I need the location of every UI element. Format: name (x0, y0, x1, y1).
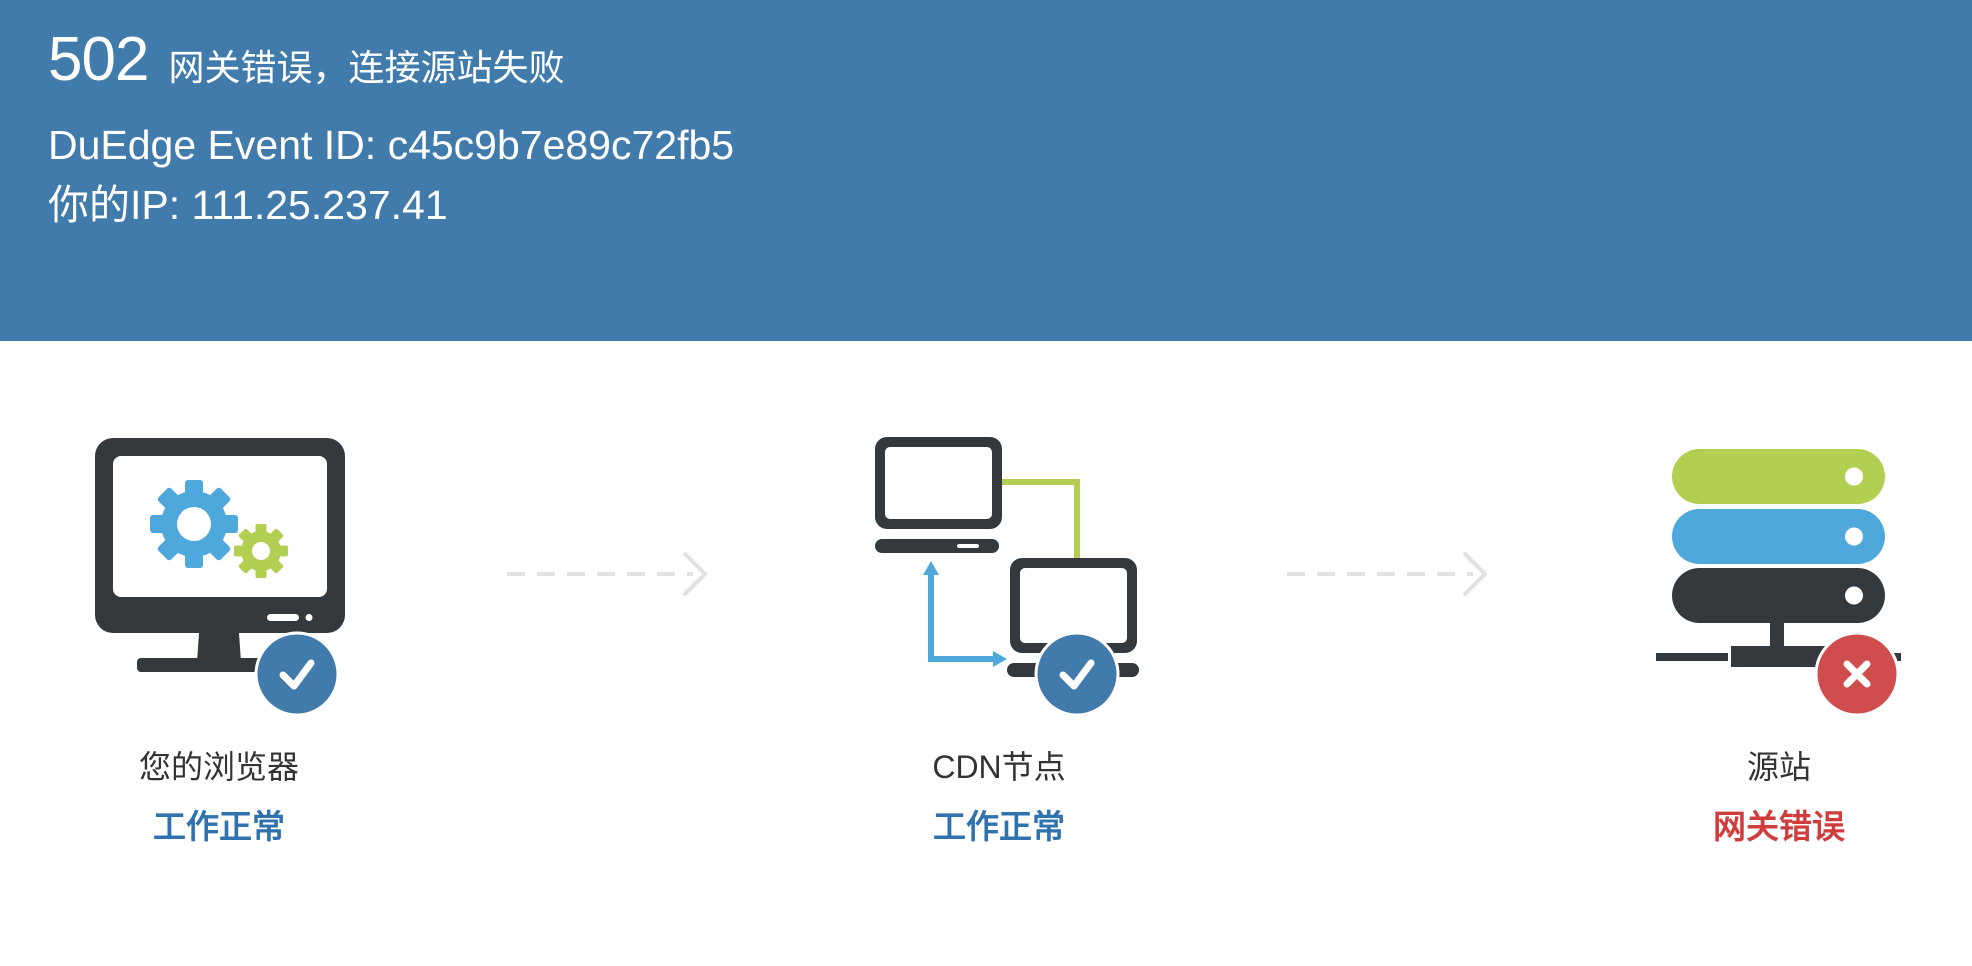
error-title: 502 网关错误，连接源站失败 (48, 24, 564, 104)
error-banner: 502 网关错误，连接源站失败 DuEdge Event ID: c45c9b7… (0, 0, 1972, 341)
cross-icon (1814, 631, 1900, 717)
server-stack-icon (1656, 449, 1901, 717)
error-code: 502 (48, 25, 149, 94)
node-status: 工作正常 (933, 808, 1065, 845)
network-laptops-icon (875, 437, 1139, 717)
dashed-arrow-icon (507, 552, 707, 596)
dashed-arrow-icon (1287, 552, 1487, 596)
monitor-gears-icon (95, 438, 345, 717)
node-origin: 源站 网关错误 (1629, 425, 1929, 845)
check-icon (254, 631, 340, 717)
node-browser: 您的浏览器 工作正常 (69, 425, 369, 845)
event-id-text: DuEdge Event ID: c45c9b7e89c72fb5 (48, 122, 735, 168)
check-icon (1034, 631, 1120, 717)
node-status: 网关错误 (1713, 808, 1845, 845)
error-message: 网关错误，连接源站失败 (168, 47, 565, 88)
node-label: 源站 (1746, 749, 1811, 785)
node-label: 您的浏览器 (138, 749, 299, 785)
node-status: 工作正常 (153, 808, 285, 845)
node-cdn: CDN节点 工作正常 (849, 425, 1149, 845)
node-label: CDN节点 (932, 749, 1066, 785)
client-ip-text: 你的IP: 111.25.237.41 (48, 182, 448, 228)
